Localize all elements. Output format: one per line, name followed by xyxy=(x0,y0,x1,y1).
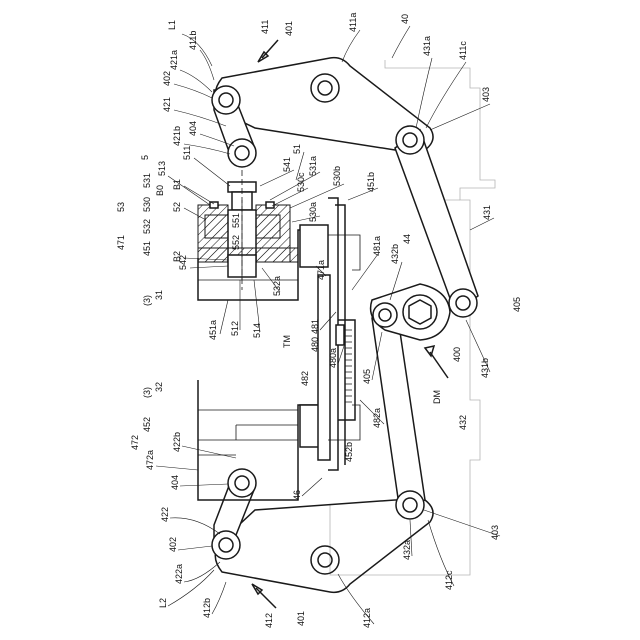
label-480: 480 xyxy=(310,337,320,352)
label-472: 472 xyxy=(130,435,140,450)
label-551: 551 xyxy=(231,213,241,228)
label-32: 32 xyxy=(154,382,164,392)
rack-teeth xyxy=(345,330,352,402)
label-412: 412 xyxy=(264,613,274,628)
label-482a: 482a xyxy=(372,408,382,428)
label-472a: 472a xyxy=(145,450,155,470)
reference-labels: L1 411b 411 401 411a 40 431a 411c 403 42… xyxy=(116,13,522,628)
label-431: 431 xyxy=(482,205,492,220)
label-541: 541 xyxy=(282,157,292,172)
label-514: 514 xyxy=(252,323,262,338)
label-513: 513 xyxy=(157,161,167,176)
label-471a: 471a xyxy=(316,260,326,280)
label-511: 511 xyxy=(182,146,192,160)
label-481a: 481a xyxy=(372,236,382,256)
label-431a: 431a xyxy=(422,36,432,56)
label-405-right: 405 xyxy=(512,297,522,312)
link-422 xyxy=(212,469,256,559)
label-530b: 530b xyxy=(332,166,342,186)
label-481: 481 xyxy=(310,319,320,334)
label-422: 422 xyxy=(160,507,170,522)
label-400: 400 xyxy=(452,347,462,362)
label-403-top: 403 xyxy=(481,87,491,102)
label-421: 421 xyxy=(162,97,172,112)
label-401-top: 401 xyxy=(284,21,294,36)
label-411: 411 xyxy=(260,20,270,34)
label-44: 44 xyxy=(402,234,412,244)
label-tm: TM xyxy=(282,335,292,348)
label-432: 432 xyxy=(458,415,468,430)
label-405-mid: 405 xyxy=(362,369,372,384)
label-404-top: 404 xyxy=(188,121,198,136)
label-480a: 480a xyxy=(328,348,338,368)
label-530: 530 xyxy=(142,197,152,212)
label-552: 552 xyxy=(231,235,241,250)
label-411a: 411a xyxy=(348,13,358,32)
label-404-bottom: 404 xyxy=(170,475,180,490)
label-46: 46 xyxy=(292,490,302,500)
label-422a: 422a xyxy=(174,564,184,584)
label-412b: 412b xyxy=(202,598,212,618)
label-542: 542 xyxy=(178,255,188,270)
label-482: 482 xyxy=(300,371,310,386)
label-421a: 421a xyxy=(169,50,179,70)
label-dm: DM xyxy=(432,390,442,404)
label-532a: 532a xyxy=(272,276,282,296)
label-401-bottom: 401 xyxy=(296,611,306,626)
label-531: 531 xyxy=(142,173,152,188)
label-421b: 421b xyxy=(172,126,182,146)
label-432a: 432a xyxy=(402,540,412,560)
slider-rack xyxy=(300,198,360,470)
label-432b: 432b xyxy=(390,244,400,264)
label-3-top: (3) xyxy=(142,295,152,306)
label-52: 52 xyxy=(172,202,182,212)
label-532: 532 xyxy=(142,219,152,234)
label-402-bottom: 402 xyxy=(168,537,178,552)
label-471: 471 xyxy=(116,235,126,250)
label-452: 452 xyxy=(142,417,152,432)
label-452b: 452b xyxy=(344,442,354,462)
label-403-bottom: 403 xyxy=(490,525,500,540)
label-412c: 412c xyxy=(444,570,454,590)
label-51: 51 xyxy=(292,144,302,154)
label-5: 5 xyxy=(140,155,150,160)
label-411c: 411c xyxy=(458,41,468,60)
label-402-top: 402 xyxy=(162,71,172,86)
label-422b: 422b xyxy=(172,432,182,452)
label-40: 40 xyxy=(400,14,410,24)
label-31: 31 xyxy=(154,290,164,300)
label-451: 451 xyxy=(142,241,152,256)
label-53: 53 xyxy=(116,202,126,212)
brake-assembly xyxy=(198,170,298,290)
label-530a: 530a xyxy=(308,202,318,222)
label-b0: B0 xyxy=(155,185,165,196)
label-3-bottom: (3) xyxy=(142,387,152,398)
label-451b: 451b xyxy=(366,172,376,192)
label-451a: 451a xyxy=(208,320,218,340)
label-512: 512 xyxy=(230,321,240,336)
label-531a: 531a xyxy=(308,156,318,176)
label-l1: L1 xyxy=(167,20,177,30)
link-421 xyxy=(212,86,256,167)
label-l2: L2 xyxy=(158,598,168,608)
